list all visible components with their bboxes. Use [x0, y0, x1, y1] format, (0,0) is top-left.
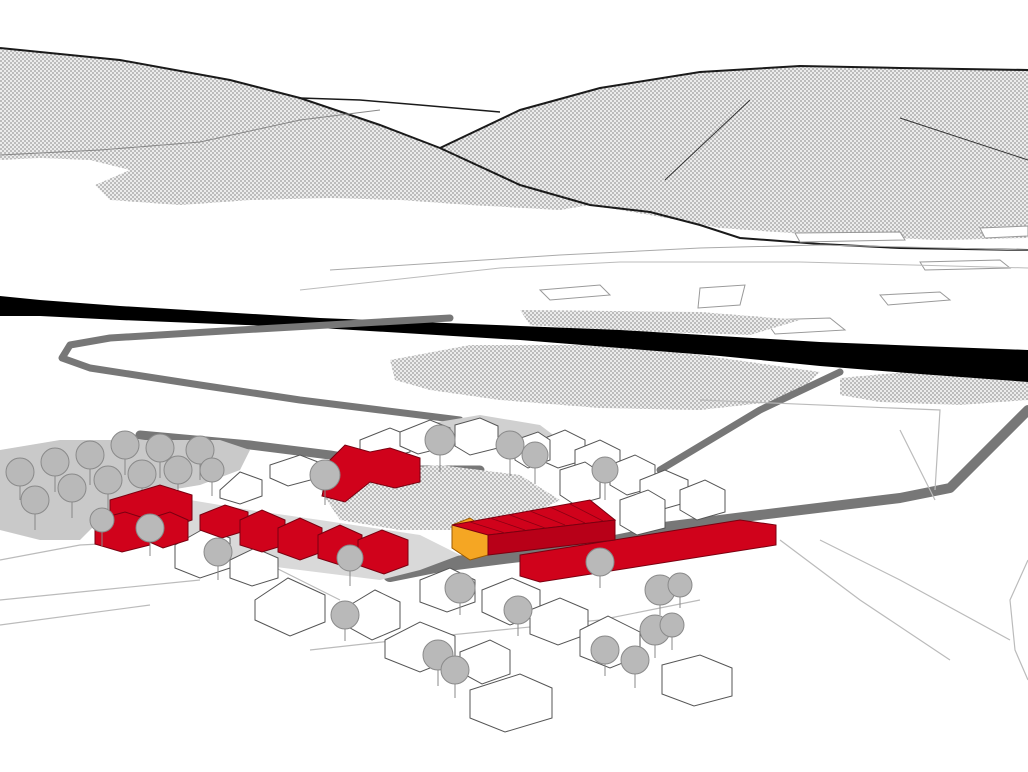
tree	[57, 473, 87, 518]
left-ridge-line	[0, 47, 1028, 251]
grove-trees	[5, 430, 225, 530]
main-road-east	[635, 405, 1028, 535]
tree	[667, 572, 693, 608]
back-ridge-line	[299, 97, 501, 113]
roof-ribs	[469, 503, 604, 534]
tree	[20, 485, 50, 530]
loop-road	[58, 314, 464, 424]
tree	[495, 430, 525, 476]
tree	[644, 574, 676, 615]
lanes	[0, 399, 1028, 681]
proposed-building-row-5	[357, 529, 409, 575]
field-patch-middle	[390, 345, 820, 410]
left-hill	[0, 48, 590, 210]
existing-building	[254, 577, 326, 637]
railway-embankment	[0, 296, 1028, 382]
existing-building	[661, 654, 733, 707]
tree	[620, 645, 650, 688]
tree	[203, 537, 233, 580]
tree	[444, 572, 476, 615]
tree	[659, 612, 685, 650]
highlight-building-side	[487, 519, 616, 556]
existing-building	[679, 479, 726, 521]
field-patch-right	[840, 370, 1028, 405]
scattered-trees	[89, 424, 693, 698]
proposed-building-north	[321, 444, 421, 503]
mid-hill-band	[120, 150, 440, 205]
field-patch-rail	[520, 310, 800, 335]
tree	[591, 456, 619, 500]
right-hill	[440, 66, 1028, 240]
tree	[89, 507, 115, 546]
tree	[309, 459, 341, 505]
existing-building	[459, 639, 511, 685]
tree	[336, 544, 364, 586]
slope-line-1	[664, 99, 751, 181]
tree	[75, 440, 105, 485]
existing-building	[454, 417, 499, 456]
tree	[521, 441, 549, 484]
distant-fields	[299, 225, 1028, 335]
tree	[40, 447, 70, 492]
existing-building	[619, 489, 666, 536]
tree	[330, 600, 360, 641]
right-ridge-line	[439, 64, 1028, 149]
tree	[93, 465, 123, 510]
tree	[585, 547, 615, 588]
existing-building	[469, 673, 553, 733]
tree	[5, 457, 35, 500]
proposed-building-long-east	[519, 519, 777, 583]
highlight-building	[451, 499, 617, 561]
valley-line	[0, 109, 381, 156]
tree	[163, 455, 193, 500]
tree	[135, 513, 165, 556]
slope-line-2	[899, 117, 1028, 161]
diagonal-road	[656, 368, 844, 474]
tree	[199, 457, 225, 496]
tree	[440, 655, 470, 698]
existing-building	[219, 471, 263, 505]
tree	[145, 433, 175, 478]
existing-building	[559, 461, 601, 506]
tree	[424, 424, 456, 472]
tree	[110, 430, 140, 475]
tree	[503, 595, 533, 636]
hills-background	[0, 47, 1028, 251]
tree	[590, 635, 620, 676]
